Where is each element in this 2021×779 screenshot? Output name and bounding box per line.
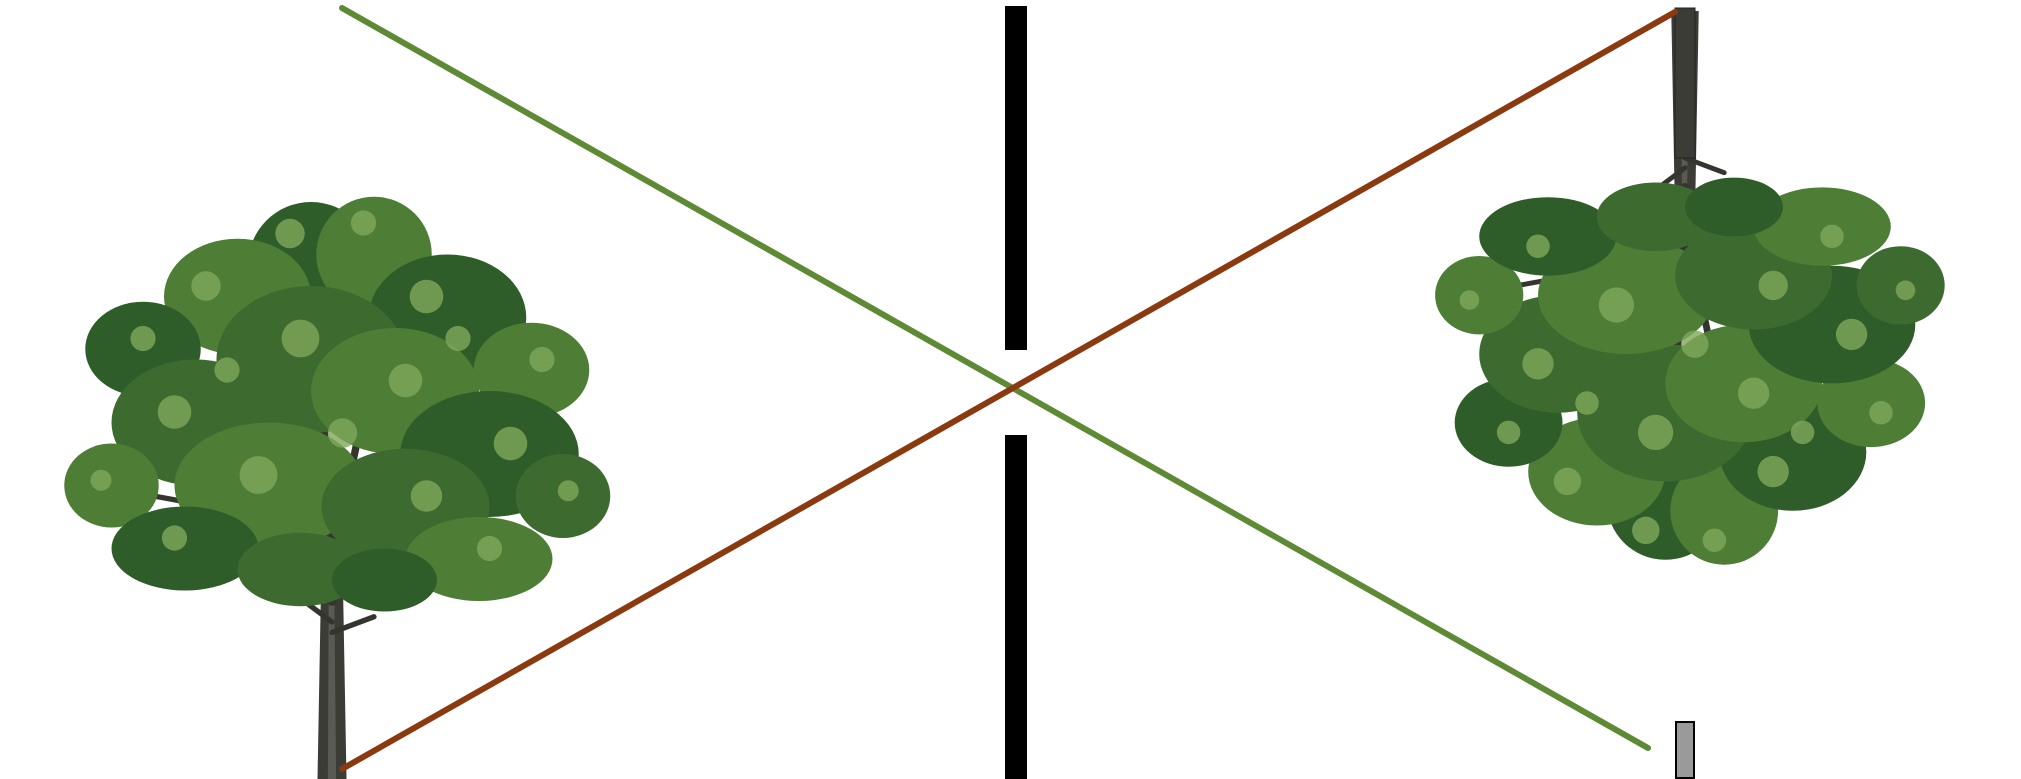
inverted-tree-top-trunk	[1675, 8, 1695, 158]
barrier-lower	[1005, 435, 1027, 779]
inverted-tree-base	[1676, 722, 1694, 778]
barrier-upper	[1005, 6, 1027, 350]
upright-tree-icon	[64, 197, 610, 779]
